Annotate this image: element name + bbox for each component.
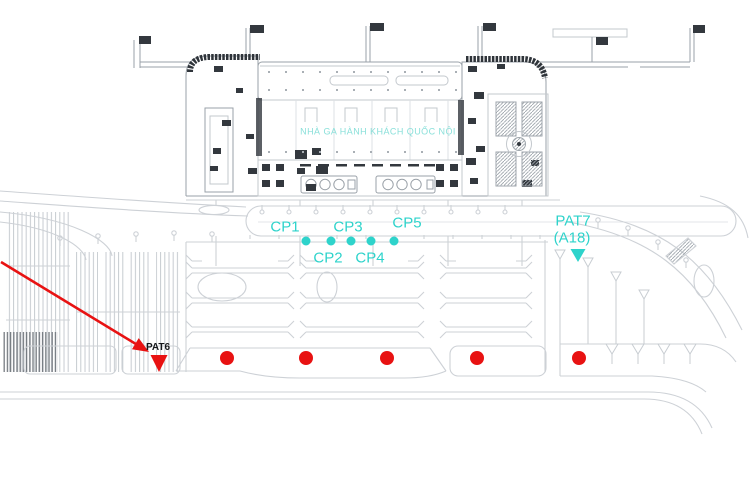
checkpoint-dot-cp5 [389,236,399,246]
checkpoint-dot-cp2 [326,236,336,246]
stand-marker-dot [572,351,586,365]
checkpoint-dot-cp1 [301,236,311,246]
jet-bridge-heads [139,23,705,45]
apron-islands-and-lamps [57,71,697,364]
stand-marker-dot [470,351,484,365]
pat6-arrow-line [0,260,145,350]
pat7-marker-icon [570,249,586,262]
pat6-arrowhead-icon [131,338,149,352]
stand-marker-dot [380,351,394,365]
terminal-building [133,26,695,197]
roads [0,190,749,435]
parking-stalls [2,212,180,372]
stand-marker-dot [220,351,234,365]
pat6-marker-icon [150,355,168,372]
terminal-roof-band [187,54,548,79]
checkpoint-dot-cp4 [366,236,376,246]
stand-marker-dot [299,351,313,365]
courtyard-garden [487,93,549,197]
checkpoint-dot-cp3 [346,236,356,246]
